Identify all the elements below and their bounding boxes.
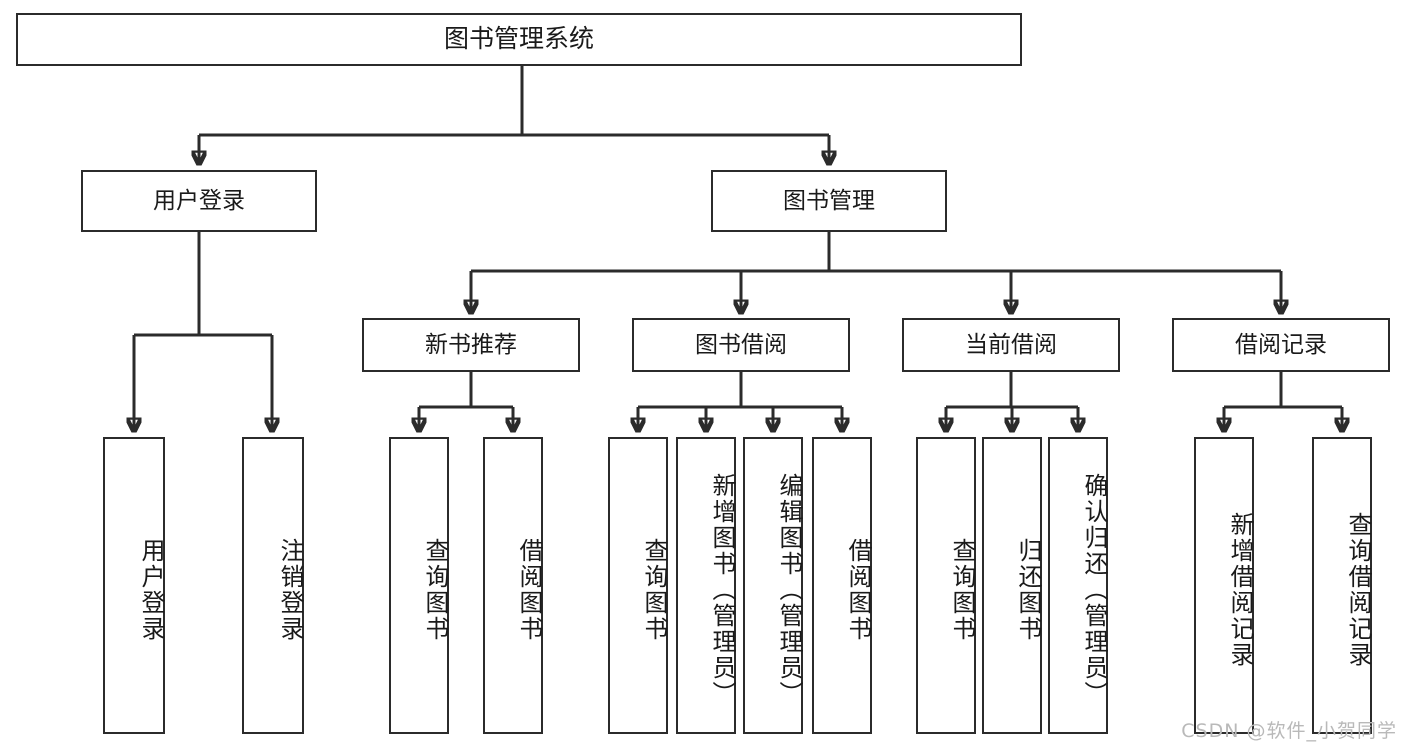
node-borrow-record-label: 借阅记录	[1235, 331, 1327, 358]
node-user-login[interactable]: 用户登录	[81, 170, 317, 232]
node-leaf-borrow-book-2[interactable]: 借阅图书	[812, 437, 872, 734]
node-current-borrow-label: 当前借阅	[965, 331, 1057, 358]
node-leaf-user-login[interactable]: 用户登录	[103, 437, 165, 734]
node-leaf-confirm-return[interactable]: 确认归还（管理员）	[1048, 437, 1108, 734]
node-leaf-logout-label: 注销登录	[276, 537, 304, 642]
node-root-label: 图书管理系统	[443, 24, 594, 54]
node-leaf-add-record-label: 新增借阅记录	[1226, 511, 1254, 668]
node-leaf-return-book-label: 归还图书	[1014, 537, 1042, 642]
node-leaf-add-record[interactable]: 新增借阅记录	[1194, 437, 1254, 734]
node-leaf-edit-book-label: 编辑图书（管理员）	[775, 472, 803, 707]
node-new-book-rec-label: 新书推荐	[425, 331, 517, 358]
node-leaf-user-login-label: 用户登录	[137, 537, 165, 642]
node-leaf-logout[interactable]: 注销登录	[242, 437, 304, 734]
node-leaf-borrow-book-1-label: 借阅图书	[515, 537, 543, 642]
node-leaf-query-record-label: 查询借阅记录	[1344, 511, 1372, 668]
node-new-book-rec[interactable]: 新书推荐	[362, 318, 580, 372]
watermark: CSDN @软件_小贺同学	[1181, 720, 1397, 742]
node-leaf-query-book-1[interactable]: 查询图书	[389, 437, 449, 734]
node-borrow-record[interactable]: 借阅记录	[1172, 318, 1390, 372]
node-book-borrow-label: 图书借阅	[695, 331, 787, 358]
node-user-login-label: 用户登录	[153, 187, 245, 214]
node-book-mgmt-label: 图书管理	[783, 187, 875, 214]
node-leaf-query-book-3[interactable]: 查询图书	[916, 437, 976, 734]
node-current-borrow[interactable]: 当前借阅	[902, 318, 1120, 372]
node-leaf-edit-book[interactable]: 编辑图书（管理员）	[743, 437, 803, 734]
node-leaf-return-book[interactable]: 归还图书	[982, 437, 1042, 734]
node-leaf-query-book-3-label: 查询图书	[948, 537, 976, 642]
node-leaf-query-record[interactable]: 查询借阅记录	[1312, 437, 1372, 734]
node-leaf-add-book[interactable]: 新增图书（管理员）	[676, 437, 736, 734]
node-leaf-query-book-1-label: 查询图书	[421, 537, 449, 642]
node-leaf-confirm-return-label: 确认归还（管理员）	[1080, 472, 1108, 707]
node-leaf-borrow-book-2-label: 借阅图书	[844, 537, 872, 642]
node-book-mgmt[interactable]: 图书管理	[711, 170, 947, 232]
node-leaf-query-book-2-label: 查询图书	[640, 537, 668, 642]
node-leaf-query-book-2[interactable]: 查询图书	[608, 437, 668, 734]
node-leaf-add-book-label: 新增图书（管理员）	[708, 472, 736, 707]
node-leaf-borrow-book-1[interactable]: 借阅图书	[483, 437, 543, 734]
node-book-borrow[interactable]: 图书借阅	[632, 318, 850, 372]
node-root[interactable]: 图书管理系统	[16, 13, 1022, 66]
